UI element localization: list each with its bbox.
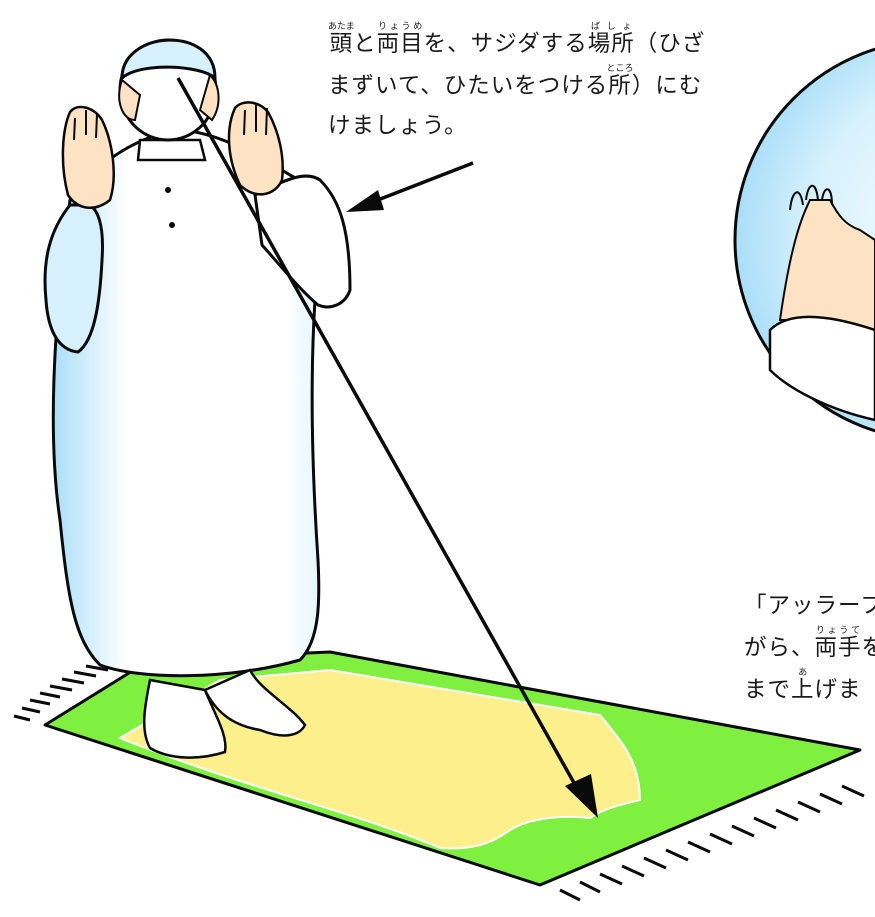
caption-word: 両手りょうて — [814, 626, 862, 662]
instruction-caption: 頭あたまと両目りょうめを、サジダする場所ばしょ（ひざ まずいて、ひたいをつける所… — [328, 22, 748, 146]
side-caption-line-1: 「アッラーフ — [744, 586, 875, 626]
caption-text: まで — [744, 677, 792, 703]
caption-text: げま — [814, 677, 862, 703]
caption-word: 両目りょうめ — [376, 22, 424, 58]
caption-text: （ひざ — [634, 31, 706, 57]
prayer-rug — [13, 650, 865, 902]
caption-text: を、サジダする — [423, 31, 588, 57]
caption-word: 所ところ — [606, 64, 634, 100]
caption-line-3: けましょう。 — [328, 106, 748, 146]
praying-figure — [43, 38, 352, 759]
caption-text: と — [353, 31, 377, 57]
caption-text: がら、 — [744, 635, 815, 661]
caption-line-2: まずいて、ひたいをつける所ところ）にむ — [328, 64, 748, 106]
caption-word: 上あ — [791, 668, 815, 704]
caption-text: ）にむ — [631, 73, 703, 99]
side-caption-line-3: まで上あげま — [744, 668, 875, 710]
caption-word: 場所ばしょ — [587, 22, 635, 58]
inset-circle — [733, 47, 875, 433]
side-caption-line-2: がら、両手りょうてを — [744, 626, 875, 668]
caption-text: まずいて、ひたいをつける — [328, 73, 609, 99]
pointer-arrow — [346, 161, 474, 212]
caption-text: 「アッラーフ — [744, 593, 875, 619]
side-caption: 「アッラーフ がら、両手りょうてを まで上あげま — [744, 586, 875, 710]
caption-line-1: 頭あたまと両目りょうめを、サジダする場所ばしょ（ひざ — [328, 22, 748, 64]
caption-word: 頭あたま — [328, 22, 355, 58]
gaze-arrow — [176, 77, 598, 818]
rug-fringe-right — [559, 784, 865, 902]
caption-text: を — [861, 635, 875, 661]
caption-text: けましょう。 — [328, 113, 468, 139]
